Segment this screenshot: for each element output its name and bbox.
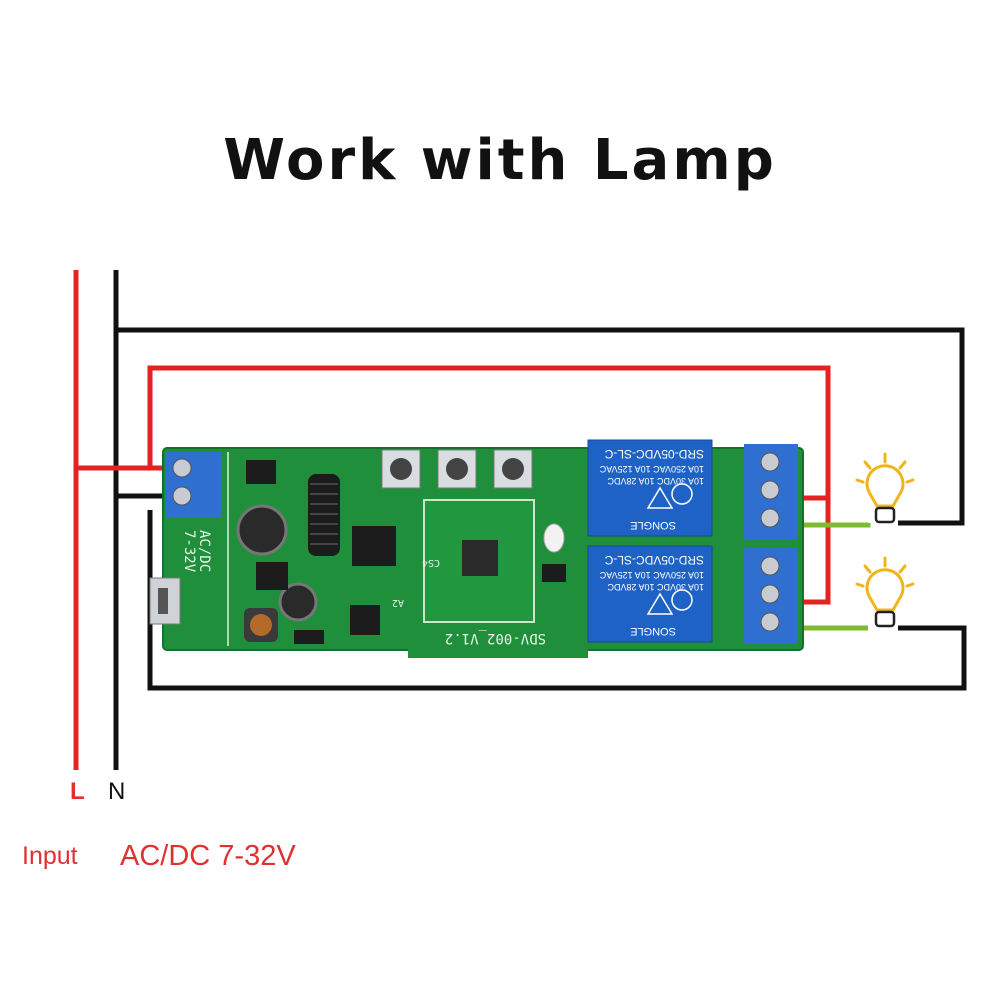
relay-brand: SONGLE: [630, 625, 676, 637]
relay-board: AC/DC 7-32V CS4: [149, 439, 804, 658]
output-terminal-block-2: [744, 548, 798, 644]
load-wire-1: [792, 522, 871, 528]
diagram-title: Work with Lamp: [223, 128, 777, 193]
push-button-cap: [390, 458, 412, 480]
terminal-screw: [760, 508, 780, 528]
relay-1: SRD-05VDC-SL-C 10A 250VAC 10A 125VAC 10A…: [587, 439, 713, 537]
input-label: Input: [22, 842, 78, 870]
wifi-chip: [462, 540, 498, 576]
terminal-screw: [760, 480, 780, 500]
relay-rating-1: 10A 250VAC 10A 125VAC: [599, 570, 704, 580]
terminal-screw: [760, 584, 780, 604]
relay-body: [587, 545, 713, 643]
relay-2: SRD-05VDC-SL-C 10A 250VAC 10A 125VAC 10A…: [587, 545, 713, 643]
lamp-icon: [855, 556, 915, 628]
relay-rating-2: 10A 30VDC 10A 28VDC: [607, 582, 704, 592]
cqc-logo-icon: [671, 589, 693, 611]
terminal-screw: [760, 556, 780, 576]
power-label-2: 7-32V: [181, 530, 197, 573]
lamp-icon: [855, 452, 915, 524]
neutral-top-loop: [116, 327, 965, 526]
power-label-1: AC/DC: [196, 530, 212, 572]
output-terminal-block-1: [744, 444, 798, 540]
chip: [542, 564, 566, 582]
neutral-wires: [113, 270, 967, 770]
chip: [256, 562, 288, 590]
relay-model: SRD-05VDC-SL-C: [604, 553, 704, 567]
live-terminal-label: L: [70, 778, 85, 805]
relay-rating-2: 10A 30VDC 10A 28VDC: [607, 476, 704, 486]
led: [543, 523, 565, 553]
chip: [246, 460, 276, 484]
push-button-cap: [446, 458, 468, 480]
push-button-cap: [502, 458, 524, 480]
cqc-logo-icon: [671, 483, 693, 505]
live-top-loop: [147, 365, 831, 501]
relay-model: SRD-05VDC-SL-C: [604, 447, 704, 461]
power-terminal-block: [166, 452, 222, 518]
relay-body: [587, 439, 713, 537]
terminal-screw: [760, 612, 780, 632]
warning-triangle-icon: [646, 486, 674, 509]
capacitor: [278, 582, 318, 622]
terminal-screw: [172, 486, 192, 506]
neutral-terminal-label: N: [108, 778, 126, 805]
usb-port-slot: [158, 588, 168, 614]
pcb-tab: [408, 640, 588, 658]
inductor-coil: [250, 614, 272, 636]
terminal-screw: [172, 458, 192, 478]
diode: [294, 630, 324, 644]
pcb-mark-cs4: CS4: [422, 557, 440, 568]
chip: [352, 526, 396, 566]
board-model: SDV-002_V1.2: [445, 630, 546, 646]
neutral-bottom-loop: [147, 510, 967, 691]
warning-triangle-icon: [646, 592, 674, 615]
relay-brand: SONGLE: [630, 519, 676, 531]
antenna-windings: [310, 483, 338, 545]
capacitor: [236, 504, 288, 556]
pcb-mark-a2: A2: [392, 597, 404, 608]
chip: [350, 605, 380, 635]
terminal-screw: [760, 452, 780, 472]
relay-rating-1: 10A 250VAC 10A 125VAC: [599, 464, 704, 474]
load-wires: [792, 522, 871, 631]
input-spec: AC/DC 7-32V: [120, 840, 296, 872]
